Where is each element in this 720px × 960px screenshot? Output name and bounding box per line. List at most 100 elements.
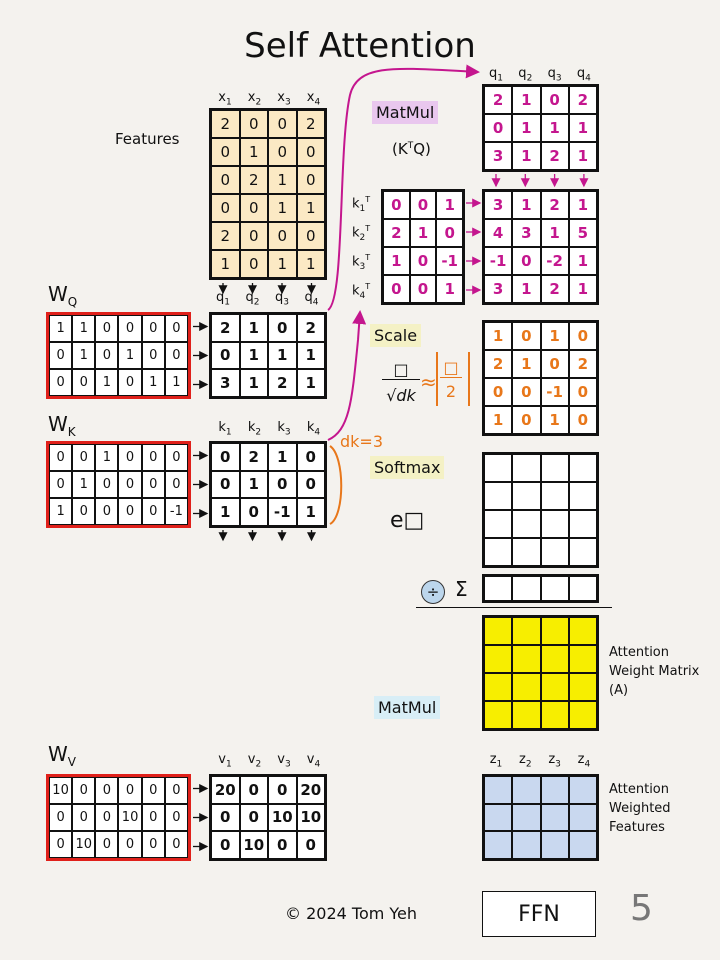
matrix-cell: 0 (268, 776, 297, 804)
matrix-cell: 2 (239, 443, 268, 471)
matrix-cell: 1 (540, 322, 569, 350)
attention-features-label: Attention Weighted Features (609, 782, 671, 835)
matrix-cell: 0 (95, 471, 119, 498)
matrix-cell (568, 803, 597, 832)
matrix-cell: 0 (268, 138, 297, 166)
matrix-cell (568, 510, 597, 538)
matrix-cell: 0 (164, 831, 188, 858)
matrix-cell: 1 (568, 114, 597, 142)
matrix-cell: 1 (296, 341, 325, 370)
matrix-cell: 10 (49, 777, 73, 804)
matrix-cell: 1 (512, 350, 541, 378)
matrix-cell: 1 (239, 314, 268, 342)
matrix-cell: 1 (296, 498, 325, 526)
matrix-cell (540, 482, 569, 510)
matrix-cell: 1 (484, 406, 513, 434)
matrix-cell: 0 (296, 443, 325, 471)
matrix-cell: 1 (211, 250, 240, 278)
matrix-cell: 0 (95, 831, 119, 858)
matrix-cell: 0 (49, 342, 73, 369)
matrix-cell: 0 (164, 471, 188, 498)
matrix-cell (540, 701, 569, 729)
matrix-cell: 0 (239, 110, 268, 138)
column-header: v4 (306, 752, 321, 770)
matrix-cell (568, 617, 597, 645)
matrix-cell: 0 (268, 222, 297, 250)
matrix-cell: 1 (568, 142, 597, 170)
matrix-cell: 1 (72, 471, 96, 498)
wk-label: WK (48, 412, 76, 439)
matrix-cell (512, 831, 541, 859)
matrix-cell: 0 (268, 314, 297, 342)
matrix-cell: 10 (296, 803, 325, 832)
divide-icon: ÷ (421, 580, 445, 604)
matrix-cell (568, 673, 597, 701)
matrix-cell: 1 (568, 275, 597, 303)
matrix-cell (484, 776, 513, 804)
matrix-cell: 1 (49, 498, 73, 525)
column-header: k2 (247, 420, 262, 438)
matrix-cell: 1 (540, 406, 569, 434)
matrix-cell: 0 (211, 831, 240, 859)
page-title: Self Attention (244, 26, 476, 66)
matmul-tag: MatMul (372, 101, 439, 124)
matrix-cell (540, 510, 569, 538)
matrix-cell: 0 (239, 803, 268, 832)
matrix-cell (484, 673, 513, 701)
matrix-cell: 1 (268, 250, 297, 278)
matrix-cell: 0 (118, 498, 142, 525)
matrix-cell: 0 (512, 378, 541, 406)
matrix-cell: 0 (95, 498, 119, 525)
matrix-cell: 1 (268, 194, 297, 222)
matrix-cell: 0 (409, 247, 437, 275)
matrix-cell (484, 645, 513, 673)
sum-label: Σ (455, 577, 468, 601)
matrix-cell: 0 (211, 194, 240, 222)
matrix-cell: 1 (296, 250, 325, 278)
matrix-cell: 1 (512, 191, 541, 219)
matrix-cell: 0 (141, 498, 165, 525)
matrix-cell: 0 (296, 138, 325, 166)
matrix-cell: 1 (95, 369, 119, 396)
matrix-cell: 1 (268, 443, 297, 471)
matrix-cell (512, 482, 541, 510)
sum-row (482, 574, 599, 603)
matrix-cell: 0 (141, 804, 165, 831)
matrix-cell: 10 (239, 831, 268, 859)
matrix-cell: 0 (512, 322, 541, 350)
matrix-cell: 0 (118, 369, 142, 396)
matrix-cell: 1 (95, 444, 119, 471)
matrix-cell: 0 (211, 470, 240, 499)
matrix-cell: 0 (95, 315, 119, 342)
matrix-cell: 0 (49, 444, 73, 471)
matrix-cell (484, 617, 513, 645)
column-header: q4 (576, 66, 591, 84)
matrix-cell (568, 776, 597, 804)
column-header: q2 (518, 66, 533, 84)
matrix-cell (568, 482, 597, 510)
matrix-cell (512, 576, 541, 601)
matrix-cell: 0 (95, 342, 119, 369)
matrix-cell (568, 645, 597, 673)
matrix-cell: 0 (118, 471, 142, 498)
matrix-cell: 0 (409, 275, 437, 303)
scale-approx-num: □ (440, 358, 462, 378)
matrix-cell: 2 (211, 110, 240, 138)
column-header: q3 (547, 66, 562, 84)
matrix-cell: -1 (268, 498, 297, 526)
matrix-cell: 0 (211, 138, 240, 166)
column-header: k3 (277, 420, 291, 438)
division-line (416, 607, 612, 608)
column-header: q1 (216, 290, 230, 308)
copyright: © 2024 Tom Yeh (285, 904, 418, 923)
scale-approx: ≈ (420, 370, 437, 394)
matrix-cell: 0 (512, 406, 541, 434)
matrix-cell: 2 (540, 191, 569, 219)
ffn-box[interactable]: FFN (482, 891, 596, 937)
matrix-cell: 10 (118, 804, 142, 831)
matrix-cell: 1 (568, 191, 597, 219)
matrix-cell: 0 (484, 378, 513, 406)
